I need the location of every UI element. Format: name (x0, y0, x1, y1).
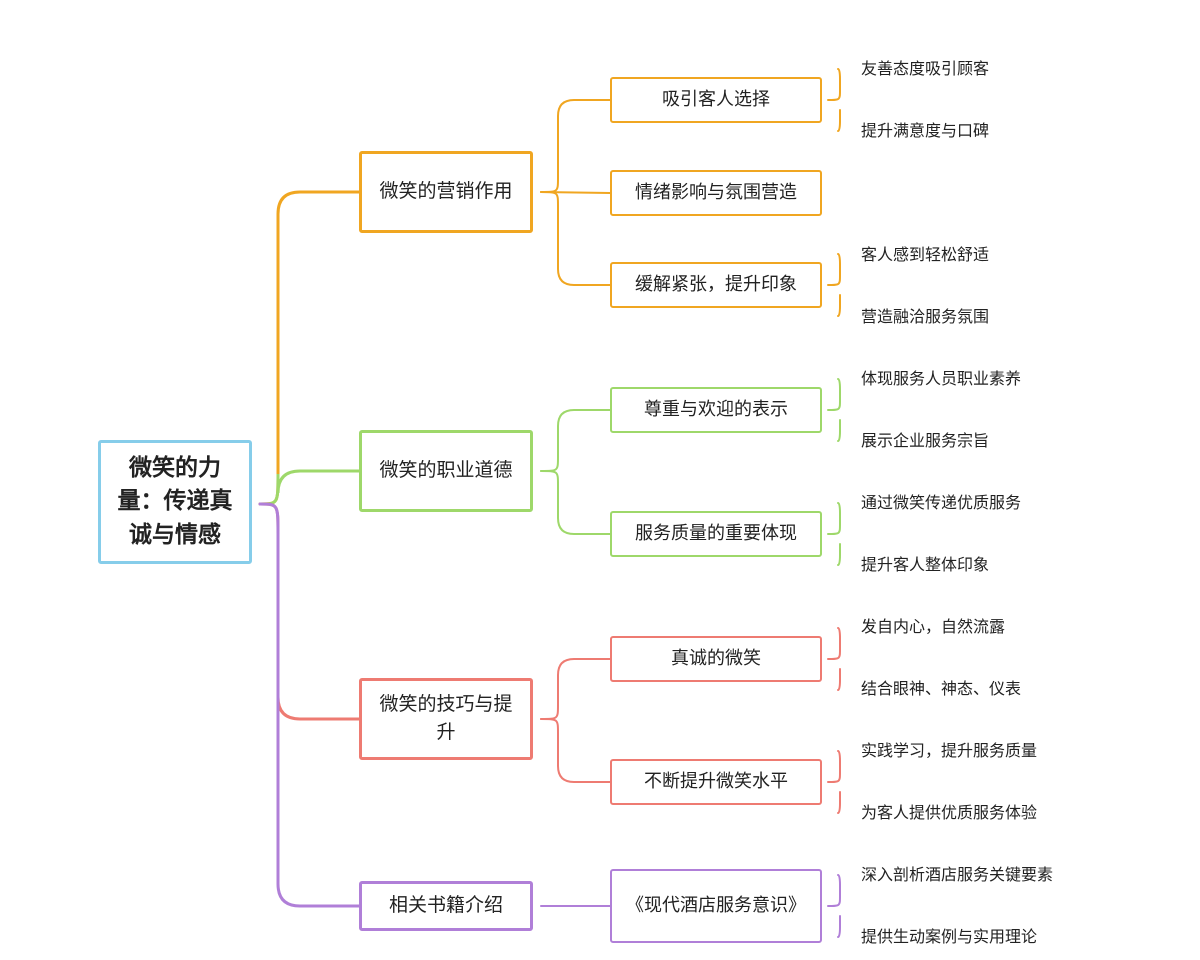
leaf-bracket (827, 750, 841, 814)
leaf-item: 深入剖析酒店服务关键要素 (861, 865, 1054, 884)
leaf-bracket (827, 253, 841, 317)
root-node: 微笑的力量：传递真诚与情感 (98, 440, 252, 564)
leaf-item: 实践学习，提升服务质量 (861, 741, 1038, 760)
sub-connector (540, 718, 611, 783)
sub-connector (540, 658, 611, 720)
branch-connector (258, 469, 361, 506)
sub-connector (540, 191, 611, 286)
leaf-bracket (827, 378, 841, 442)
leaf-item: 提升客人整体印象 (861, 555, 990, 574)
sub-label: 情绪影响与氛围营造 (635, 181, 797, 203)
branch-books: 相关书籍介绍 (359, 881, 533, 931)
branch-marketing: 微笑的营销作用 (359, 151, 533, 233)
leaf-item: 客人感到轻松舒适 (861, 245, 990, 264)
sub-attract-guests: 吸引客人选择 (610, 77, 822, 123)
sub-respect-welcome: 尊重与欢迎的表示 (610, 387, 822, 433)
branch-connector (258, 190, 361, 506)
branch-professional-ethics: 微笑的职业道德 (359, 430, 533, 512)
sub-connector (540, 470, 611, 535)
sub-label: 真诚的微笑 (671, 647, 761, 669)
leaf-item: 展示企业服务宗旨 (861, 431, 990, 450)
leaf-item: 提供生动案例与实用理论 (861, 927, 1038, 946)
leaf-item: 营造融洽服务氛围 (861, 307, 990, 326)
leaf-item: 提升满意度与口碑 (861, 121, 990, 140)
branch-connector (258, 502, 361, 721)
leaf-item: 发自内心，自然流露 (861, 617, 1006, 636)
leaf-bracket (827, 68, 841, 132)
sub-service-quality: 服务质量的重要体现 (610, 511, 822, 557)
sub-label: 不断提升微笑水平 (644, 770, 788, 792)
sub-connector (540, 409, 611, 472)
sub-sincere-smile: 真诚的微笑 (610, 636, 822, 682)
sub-label: 服务质量的重要体现 (635, 522, 797, 544)
branch-label: 微笑的营销作用 (379, 180, 513, 203)
leaf-item: 为客人提供优质服务体验 (861, 803, 1038, 822)
branch-label: 微笑的职业道德 (379, 459, 513, 482)
sub-emotion-atmosphere: 情绪影响与氛围营造 (610, 170, 822, 216)
sub-book-title: 《现代酒店服务意识》 (610, 869, 822, 943)
branch-label: 相关书籍介绍 (388, 894, 503, 917)
leaf-bracket (827, 874, 841, 938)
leaf-bracket (827, 627, 841, 691)
branch-connector (258, 502, 361, 908)
branch-label: 微笑的技巧与提升 (379, 693, 513, 743)
sub-label: 缓解紧张，提升印象 (635, 273, 797, 295)
leaf-item: 体现服务人员职业素养 (861, 369, 1022, 388)
leaf-bracket (827, 502, 841, 566)
leaf-item: 通过微笑传递优质服务 (861, 493, 1022, 512)
sub-label: 尊重与欢迎的表示 (644, 398, 788, 420)
branch-techniques: 微笑的技巧与提升 (359, 678, 533, 760)
sub-relieve-tension: 缓解紧张，提升印象 (610, 262, 822, 308)
sub-improve-smile: 不断提升微笑水平 (610, 759, 822, 805)
leaf-item: 友善态度吸引顾客 (861, 59, 990, 78)
sub-connector (540, 99, 611, 193)
sub-label: 吸引客人选择 (662, 88, 770, 110)
leaf-item: 结合眼神、神态、仪表 (861, 679, 1022, 698)
root-title: 微笑的力量：传递真诚与情感 (117, 454, 233, 548)
sub-label: 《现代酒店服务意识》 (626, 894, 806, 916)
